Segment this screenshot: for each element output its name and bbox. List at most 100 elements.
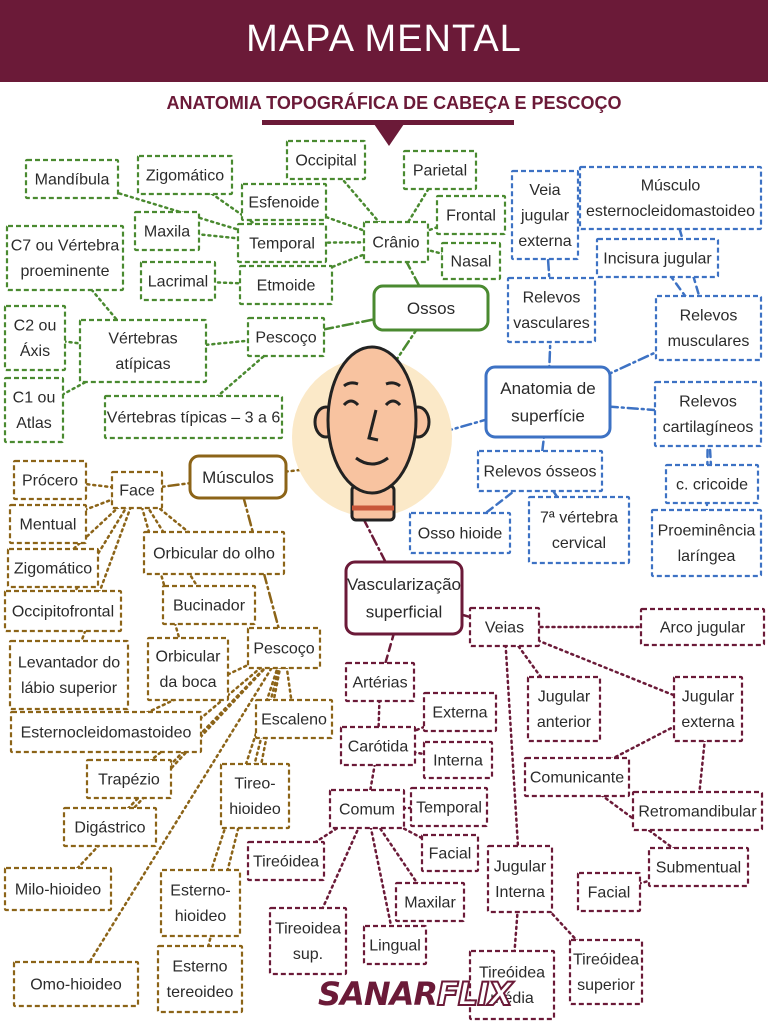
node-cranio: Crânio [362,220,430,264]
node-incisura-jugular: Incisura jugular [595,237,720,279]
node-label: Carótida [348,738,409,755]
connector-comum-lingual [365,807,397,947]
face-icon [292,345,452,522]
node-comunicante: Comunicante [523,756,631,798]
node-label: Face [119,482,155,499]
node-box [362,220,430,264]
node-temporal-osso: Temporal [236,222,328,264]
node-box [647,846,750,888]
node-box [136,154,234,196]
node-digastrico: Digástrico [62,806,158,848]
node-box [523,756,631,798]
node-box [246,840,326,882]
node-label: Incisura jugular [603,250,712,267]
node-box [484,365,612,439]
node-c-cricoide: c. cricoide [664,463,760,505]
node-box [161,584,257,626]
node-box [639,607,766,647]
node-box [526,675,602,743]
node-box [664,463,760,505]
node-temporal-art: Temporal [409,786,489,828]
node-box [576,871,642,913]
node-label: Comum [339,801,395,818]
node-box [650,508,763,578]
node-label: Artérias [352,674,407,691]
node-retromandibular: Retromandibular [631,790,764,832]
node-facial-art: Facial [420,833,480,873]
node-label: Mentual [20,516,77,533]
node-facial-veia: Facial [576,871,642,913]
node-milohioideo: Milo-hioideo [3,866,113,912]
node-box [339,725,417,767]
node-etmoide: Etmoide [238,264,334,306]
node-label: Tireóidea [253,853,319,870]
node-ecm-musc: Esternocleidomastoideo [9,710,203,754]
node-box [156,944,244,1014]
node-esternohioideo: Esterno-hioideo [159,868,242,938]
node-box [110,470,164,510]
node-box [12,960,140,1008]
sanarflix-logo: SANARFLIX [318,974,514,1014]
node-label: Maxilar [404,894,456,911]
node-label: Occipitofrontal [12,603,114,620]
node-box [328,788,406,830]
node-occipitofrontal: Occipitofrontal [3,589,123,633]
face-eye-right [384,399,402,407]
node-box [654,294,763,362]
node-box [527,495,631,565]
face-brow-left [343,381,359,388]
node-label: Lacrimal [148,273,208,290]
node-box [486,844,554,914]
node-box [435,194,507,236]
node-box [85,758,173,800]
node-box [3,304,67,372]
node-relevos-osseos: Relevos ósseos [476,449,604,493]
node-label: Osso hioide [418,525,503,542]
node-box [238,264,334,306]
logo-part-flix: FLIX [436,974,514,1014]
node-comum: Comum [328,788,406,830]
node-label: Lingual [369,937,421,954]
node-label: Tireo-hioideo [229,776,281,819]
node-box [8,639,130,711]
node-pescoco-osso: Pescoço [246,316,326,358]
node-label: Arco jugular [660,619,746,636]
node-tireohioideo: Tireo-hioideo [219,762,291,830]
node-label: Externa [432,704,487,721]
node-box [420,833,480,873]
node-vertebras-tipicas: Vértebras típicas – 3 a 6 [103,394,284,440]
node-veias: Veias [468,606,541,648]
connector-pescoco_musc-trapezio [127,646,286,781]
node-label: Pescoço [255,329,316,346]
logo-part-sanar: SANAR [318,975,438,1013]
node-label: Submentual [656,859,741,876]
node-label: Comunicante [530,769,624,786]
node-box [672,675,744,743]
face-mouth [355,456,389,466]
node-label: Etmoide [257,277,316,294]
connector-veias-jugular_interna [503,625,522,881]
node-box [468,606,541,648]
node-box [9,710,203,754]
node-label: Frontal [446,207,496,224]
node-submentual: Submentual [647,846,750,888]
node-carotida: Carótida [339,725,417,767]
